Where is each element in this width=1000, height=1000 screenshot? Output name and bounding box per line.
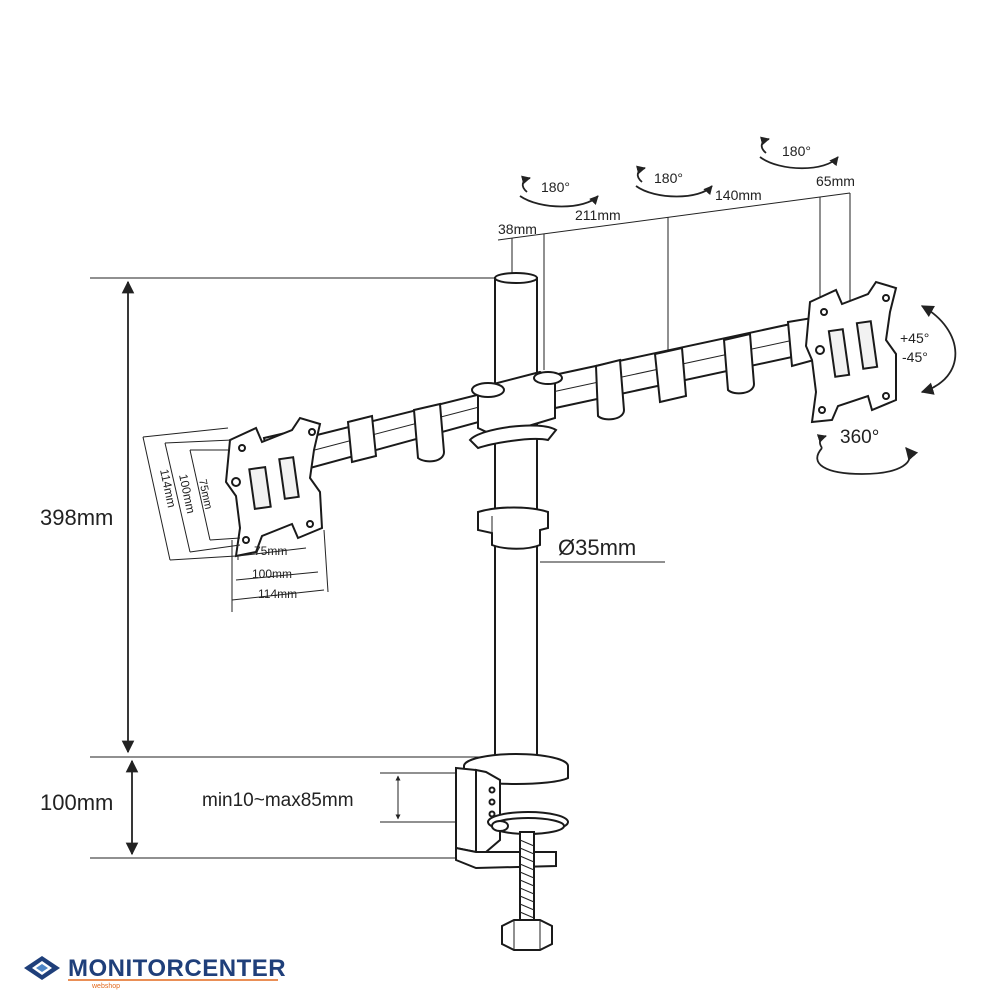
swivel-arrow-icon xyxy=(816,434,919,475)
vesa-75-vertical-label: 75mm xyxy=(196,478,214,510)
joint-left-rotation-label: 180° xyxy=(541,179,570,195)
svg-text:MONITORCENTER: MONITORCENTER xyxy=(68,955,286,982)
vesa-100-horizontal-label: 100mm xyxy=(252,567,292,581)
vesa-plate-right xyxy=(804,280,898,424)
arm-segment-140-label: 140mm xyxy=(715,187,762,203)
vesa-114-vertical-label: 114mm xyxy=(157,468,179,509)
pole-diameter-label: Ø35mm xyxy=(558,535,636,560)
joint-mid-rotation-label: 180° xyxy=(654,170,683,186)
cable-clip xyxy=(477,506,549,550)
clamp-height-label: 100mm xyxy=(40,790,113,815)
logo: MONITORCENTER webshop xyxy=(24,955,286,990)
tilt-down-label: -45° xyxy=(902,349,928,365)
tilt-up-label: +45° xyxy=(900,330,929,346)
arm-right xyxy=(538,316,816,421)
tilt-arrow-icon xyxy=(920,305,957,395)
vesa-100-vertical-label: 100mm xyxy=(176,473,198,515)
arm-length-dimension xyxy=(497,192,851,370)
vesa-left-horizontal-dims xyxy=(231,529,329,612)
arm-segment-38-label: 38mm xyxy=(498,221,537,237)
vesa-plate-left xyxy=(224,416,324,558)
center-hub xyxy=(468,370,563,450)
joint-right-rotation-label: 180° xyxy=(782,143,811,159)
arm-segment-65-label: 65mm xyxy=(816,173,855,189)
swivel-label: 360° xyxy=(840,427,879,448)
brand-name-monitor: MONITOR xyxy=(68,955,184,982)
vesa-75-horizontal-label: 75mm xyxy=(254,544,287,558)
desk-thickness-label: min10~max85mm xyxy=(202,790,354,811)
brand-name-center: CENTER xyxy=(184,955,286,982)
vesa-left-vertical-dims xyxy=(142,427,241,561)
rotate-arrow-mid-icon xyxy=(635,165,713,198)
rotate-arrow-left-icon xyxy=(519,175,599,208)
vesa-114-horizontal-label: 114mm xyxy=(258,587,297,601)
total-height-label: 398mm xyxy=(40,505,113,530)
monitor-logo-icon xyxy=(24,956,60,980)
brand-tagline: webshop xyxy=(91,983,120,990)
rotate-arrow-right-icon xyxy=(759,136,839,170)
desk-clamp xyxy=(455,753,569,951)
arm-segment-211-label: 211mm xyxy=(575,207,621,223)
height-dimension-lines xyxy=(90,277,505,859)
